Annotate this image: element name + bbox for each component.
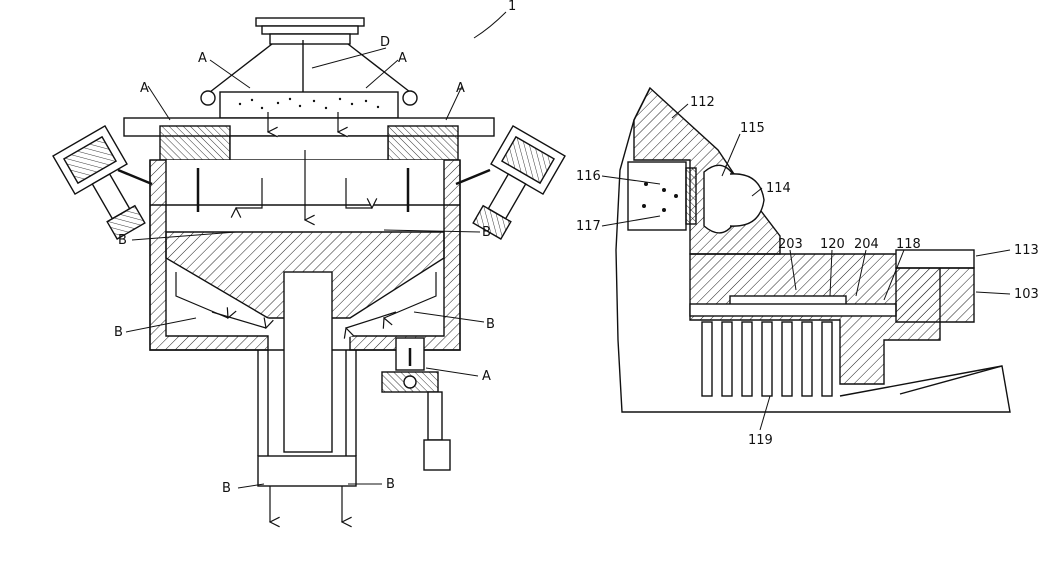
right-sectional-drawing: [615, 86, 1011, 413]
label-a: A: [140, 81, 149, 96]
label-b: B: [386, 477, 395, 492]
label-120: 120: [820, 237, 845, 252]
figure-labels: 1 D A A A A B B B B A B B 112 115 116 11…: [114, 0, 1039, 496]
label-113: 113: [1014, 243, 1039, 258]
label-103: 103: [1014, 287, 1039, 302]
label-204: 204: [854, 237, 879, 252]
label-117: 117: [576, 219, 601, 234]
left-apparatus-drawing: [52, 17, 566, 522]
label-a: A: [198, 51, 207, 66]
label-203: 203: [778, 237, 803, 252]
label-1: 1: [508, 0, 516, 14]
label-b: B: [114, 325, 123, 340]
label-112: 112: [690, 95, 715, 110]
label-119: 119: [748, 433, 773, 448]
label-118: 118: [896, 237, 921, 252]
label-116: 116: [576, 169, 601, 184]
label-b: B: [482, 225, 491, 240]
label-b: B: [486, 317, 495, 332]
label-b: B: [222, 481, 231, 496]
label-a: A: [398, 51, 407, 66]
leader-lines: [125, 11, 1011, 489]
label-115: 115: [740, 121, 765, 136]
label-a: A: [482, 369, 491, 384]
label-b: B: [118, 233, 127, 248]
label-114: 114: [766, 181, 791, 196]
label-a: A: [456, 81, 465, 96]
label-d: D: [380, 35, 390, 50]
